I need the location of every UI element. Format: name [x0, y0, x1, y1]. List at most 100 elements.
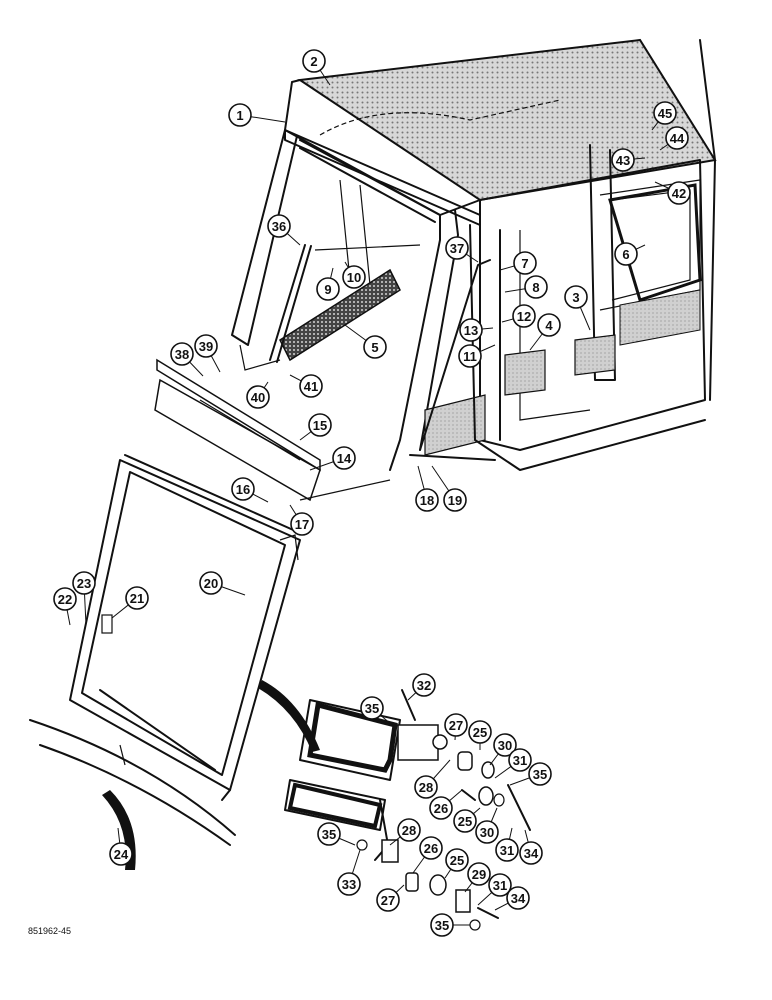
callout-circle [419, 836, 443, 860]
callout-number: 36 [272, 219, 286, 234]
callout-circle [564, 285, 588, 309]
callout-circle [430, 913, 454, 937]
callout-number: 37 [450, 241, 464, 256]
callout-number: 5 [371, 340, 378, 355]
callout-number: 22 [58, 592, 72, 607]
callout-number: 15 [313, 418, 327, 433]
callout-21: 21 [111, 586, 149, 619]
callout-circle [475, 820, 499, 844]
callout-14: 14 [309, 446, 356, 471]
callout-number: 40 [251, 390, 265, 405]
callout-circle [199, 571, 223, 595]
callout-27: 27 [444, 713, 468, 741]
callout-number: 24 [114, 847, 129, 862]
callout-number: 43 [616, 153, 630, 168]
side-pad-3 [574, 334, 616, 376]
callout-circle [246, 385, 270, 409]
callout-19: 19 [431, 465, 467, 512]
callout-number: 32 [417, 678, 431, 693]
callout-number: 28 [402, 823, 416, 838]
callout-number: 3 [572, 290, 579, 305]
callout-circle [519, 841, 543, 865]
callout-circle [508, 748, 532, 772]
callout-39: 39 [194, 334, 221, 373]
callout-number: 18 [420, 493, 434, 508]
callout-circle [415, 488, 439, 512]
callout-circle [459, 318, 483, 342]
callout-circle [267, 214, 291, 238]
callout-8: 8 [504, 275, 548, 299]
callout-number: 28 [419, 780, 433, 795]
callout-circle [445, 236, 469, 260]
callout-number: 31 [500, 843, 514, 858]
callout-number: 2 [310, 54, 317, 69]
callout-20: 20 [199, 571, 246, 596]
callout-31: 31 [477, 873, 512, 906]
callout-number: 27 [381, 893, 395, 908]
callout-circle [397, 818, 421, 842]
callout-circle [231, 477, 255, 501]
callout-5: 5 [344, 324, 387, 359]
callout-number: 30 [480, 825, 494, 840]
callout-number: 31 [513, 753, 527, 768]
callout-43: 43 [611, 148, 646, 172]
callout-number: 35 [322, 827, 336, 842]
callout-circle [445, 848, 469, 872]
callout-22: 22 [53, 587, 77, 626]
callout-4: 4 [529, 313, 561, 351]
callout-34: 34 [519, 829, 543, 865]
callout-circle [488, 873, 512, 897]
callout-number: 13 [464, 323, 478, 338]
callout-circle [109, 842, 133, 866]
callout-circle [316, 277, 340, 301]
callout-17: 17 [289, 504, 314, 536]
callout-36: 36 [267, 214, 301, 246]
callout-number: 30 [498, 738, 512, 753]
callout-circle [537, 313, 561, 337]
callout-number: 26 [424, 841, 438, 856]
callout-40: 40 [246, 381, 270, 409]
door-assembly [69, 454, 301, 801]
callout-12: 12 [501, 304, 536, 328]
callout-32: 32 [407, 673, 436, 701]
callout-number: 9 [324, 282, 331, 297]
callout-29: 29 [464, 862, 491, 893]
rear-screen-panel [279, 268, 401, 362]
callout-10: 10 [342, 261, 366, 289]
callout-circle [667, 181, 691, 205]
callout-number: 16 [236, 482, 250, 497]
callout-circle [308, 413, 332, 437]
callout-number: 1 [236, 108, 243, 123]
callout-34: 34 [494, 886, 530, 911]
callout-number: 23 [77, 576, 91, 591]
callout-number: 38 [175, 347, 189, 362]
callout-44: 44 [659, 126, 689, 151]
callout-number: 35 [533, 767, 547, 782]
callout-38: 38 [170, 342, 204, 377]
roof-panel [297, 38, 717, 202]
callout-35: 35 [317, 822, 356, 846]
callout-31: 31 [495, 827, 519, 862]
callout-27: 27 [376, 884, 405, 912]
callout-circle [317, 822, 341, 846]
callout-number: 17 [295, 517, 309, 532]
callout-35: 35 [509, 762, 552, 786]
callout-number: 31 [493, 878, 507, 893]
hood-outline [29, 680, 320, 870]
callout-circle [360, 696, 384, 720]
callout-circle [453, 809, 477, 833]
callout-number: 10 [347, 270, 361, 285]
callout-circle [412, 673, 436, 697]
callout-circle [614, 242, 638, 266]
callout-circle [170, 342, 194, 366]
callout-circle [337, 872, 361, 896]
callout-circle [611, 148, 635, 172]
callout-circle [53, 587, 77, 611]
callout-number: 25 [450, 853, 464, 868]
callout-2: 2 [302, 49, 331, 86]
callout-31: 31 [494, 748, 532, 779]
callout-number: 7 [521, 256, 528, 271]
callout-number: 6 [622, 247, 629, 262]
